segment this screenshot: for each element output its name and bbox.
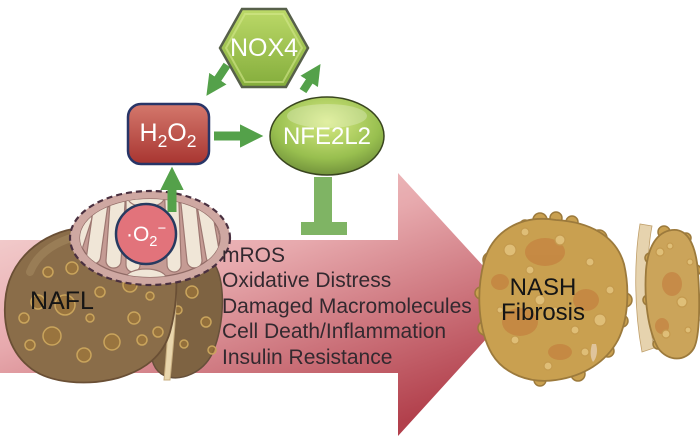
arrow-nfe2l2-to-nox4 xyxy=(299,64,321,94)
inhibition-tbar xyxy=(301,177,347,235)
superoxide-label: ·O2− xyxy=(96,221,196,250)
superoxide-label-sub: 2 xyxy=(149,234,158,251)
consequence-oxidative-distress: Oxidative Distress xyxy=(222,269,392,293)
h2o2-label-sub1: 2 xyxy=(157,131,168,151)
process-arrow-text: mROS Oxidative Distress Damaged Macromol… xyxy=(222,243,472,370)
activation-arrows xyxy=(160,62,321,212)
consequence-insulin-resistance: Insulin Resistance xyxy=(222,345,393,369)
nash-nodules xyxy=(496,227,694,371)
h2o2-label-sub2: 2 xyxy=(186,131,197,151)
h2o2-label-h: H xyxy=(139,119,158,147)
superoxide-circle xyxy=(114,202,178,266)
mitochondrion xyxy=(68,189,232,287)
h2o2-label-o: O xyxy=(167,119,187,147)
nox4-label: NOX4 xyxy=(229,34,299,62)
h2o2-label: H2O2 xyxy=(118,119,218,152)
consequence-damaged-macromolecules: Damaged Macromolecules xyxy=(222,294,472,318)
superoxide-label-o: ·O xyxy=(125,223,150,246)
nox4-hexagon xyxy=(218,7,310,89)
h2o2-box xyxy=(126,102,211,166)
nash-label-line1: NASH xyxy=(509,274,577,301)
nash-liver xyxy=(474,211,700,387)
nafl-label: NAFL xyxy=(30,287,94,315)
consequence-cell-death-inflammation: Cell Death/Inflammation xyxy=(222,320,447,344)
nash-label-line2: Fibrosis xyxy=(500,299,585,326)
nfe2l2-ellipse xyxy=(269,96,385,176)
superoxide-label-sup: − xyxy=(157,221,167,237)
nash-patches xyxy=(491,238,682,360)
arrow-nox4-to-h2o2 xyxy=(206,62,231,96)
consequence-mros: mROS xyxy=(222,244,285,267)
nfe2l2-label: NFE2L2 xyxy=(282,123,372,150)
